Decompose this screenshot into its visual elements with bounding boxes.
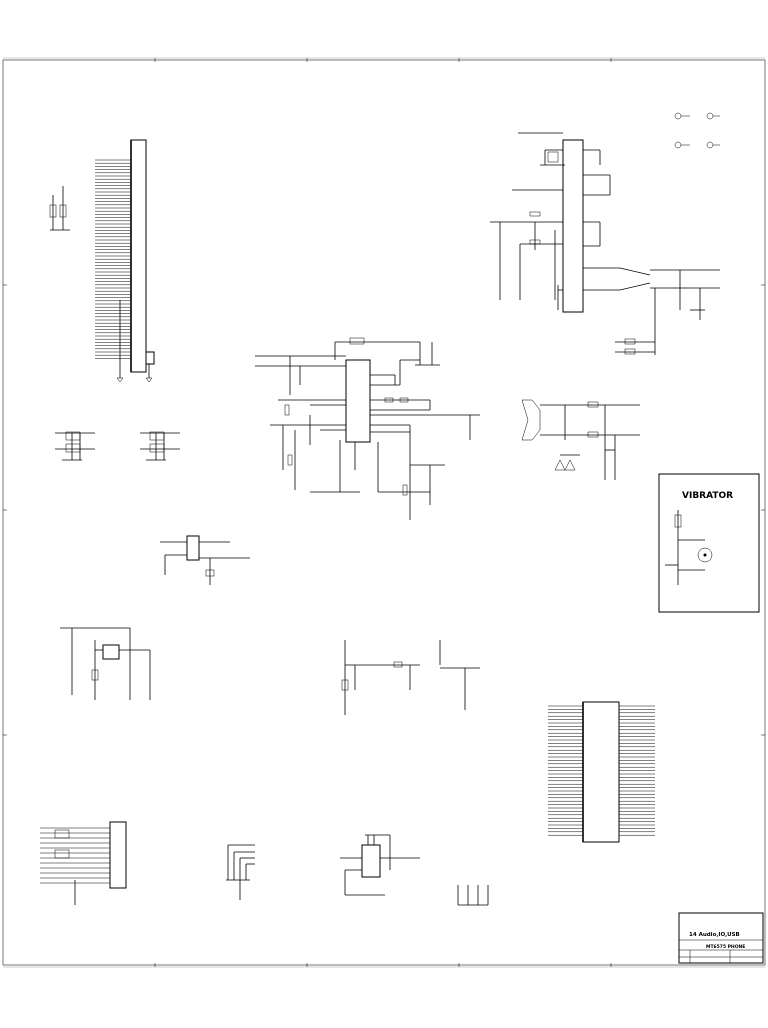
title-block [678,912,764,964]
lower-right-ic [548,701,655,843]
vibrator-block [658,473,760,613]
resistor-network [226,844,255,900]
sheet-border [2,57,766,968]
vibrator-title: VIBRATOR [682,491,733,501]
switch-circuits [341,640,480,715]
level-shifter-circuits [55,431,180,461]
top-right-ic [490,112,720,355]
regulator-circuit [160,535,250,585]
sheet-title: 14 Audio,IO,USB [689,932,740,938]
test-points [457,885,489,906]
left-connector [49,139,155,383]
project-name: MT6575 PHONE [706,944,745,950]
bottom-middle-ic [340,834,420,896]
audio-jack-circuit [521,399,640,480]
center-audio-ic [255,337,480,520]
ldo-circuit [60,627,151,700]
lower-left-connector [40,821,127,905]
